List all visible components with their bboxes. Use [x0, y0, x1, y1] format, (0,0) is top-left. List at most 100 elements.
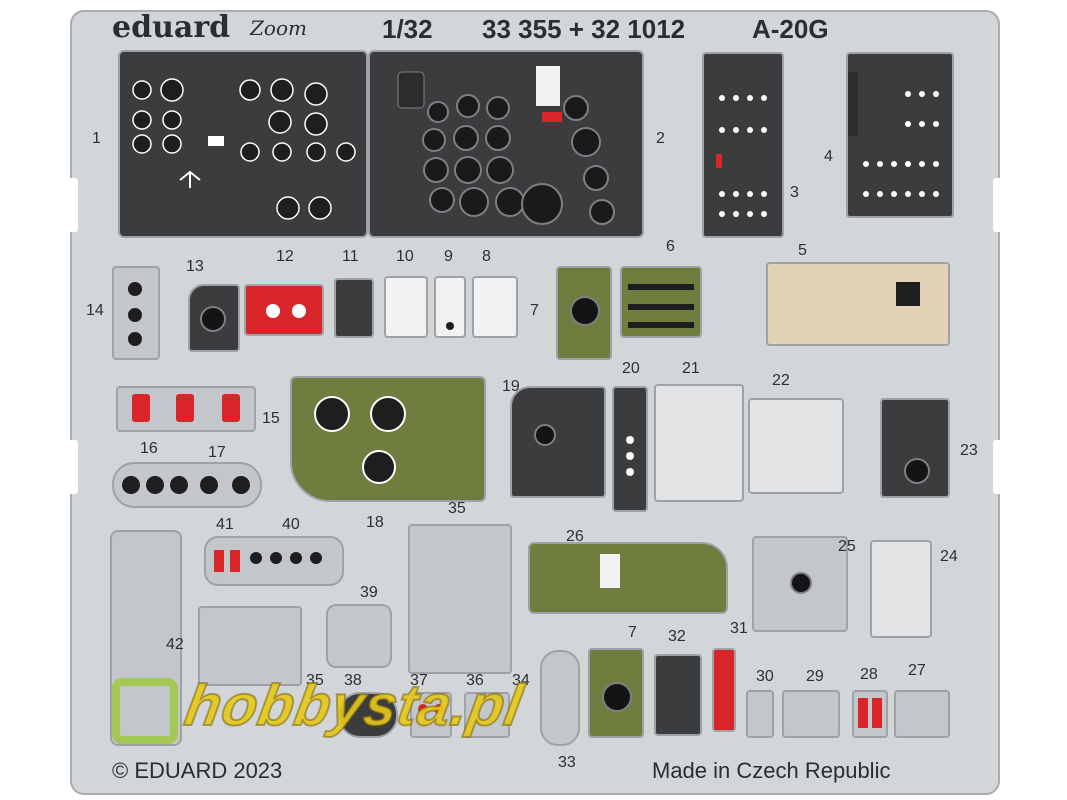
part-number-7b: 7 [628, 624, 637, 641]
knob [266, 304, 280, 318]
product-codes: 33 355 + 32 1012 [482, 14, 686, 44]
part-40-41-switches [204, 536, 344, 586]
fret-slot [993, 440, 1007, 494]
part-35-straps [198, 606, 302, 686]
instrument-dials [397, 66, 615, 225]
part-number-10: 10 [396, 248, 414, 265]
part-25-cross [752, 536, 848, 632]
part-35-straps [408, 524, 512, 674]
part-12-red-placard [244, 284, 324, 336]
part-number-13: 13 [186, 258, 204, 275]
panel-placard [896, 282, 920, 306]
part-number-11: 11 [342, 248, 359, 265]
part-number-25: 25 [838, 538, 856, 555]
red-clip [222, 394, 240, 422]
red-clip [176, 394, 194, 422]
part-number-35b: 35 [306, 672, 324, 689]
part-number-28: 28 [860, 666, 878, 683]
zoom-logo: Zoom [250, 16, 307, 40]
gauge [602, 682, 632, 712]
model-name: A-20G [752, 14, 829, 44]
part-13-plate [188, 284, 240, 352]
gauge [904, 458, 930, 484]
watermark-text: hobbysta.pl [179, 672, 529, 739]
part-number-26: 26 [566, 528, 584, 545]
knob [146, 476, 164, 494]
red-switch [214, 550, 224, 572]
part-7-side-panel [556, 266, 612, 360]
part-37-red-clips [410, 692, 452, 738]
gauge [200, 306, 226, 332]
part-19-panel [510, 386, 606, 498]
switch [128, 332, 142, 346]
switch-rows [814, 72, 939, 197]
part-number-17: 17 [208, 444, 226, 461]
knob [170, 476, 188, 494]
light [626, 452, 634, 460]
part-26-panel [528, 542, 728, 614]
part-23-panel [880, 398, 950, 498]
red-clip [132, 394, 150, 422]
part-29-levers [782, 690, 840, 738]
part-7-side-panel [588, 648, 644, 738]
part-number-6: 6 [666, 238, 675, 255]
part-number-33: 33 [558, 754, 576, 771]
part-number-29: 29 [806, 668, 824, 685]
part-number-19: 19 [502, 378, 520, 395]
part-27-levers [894, 690, 950, 738]
part-21-panel [654, 384, 744, 502]
panel-placard [208, 136, 224, 146]
part-number-38: 38 [344, 672, 362, 689]
knob [270, 552, 282, 564]
red-lever [858, 698, 868, 728]
part-number-41: 41 [216, 516, 234, 533]
switch [128, 282, 142, 296]
part-number-37: 37 [410, 672, 428, 689]
part-15-clips [116, 386, 256, 432]
gauge [314, 396, 350, 432]
part-10-placard [384, 276, 428, 338]
part-18-panel [290, 376, 486, 502]
part-36-clips [464, 692, 510, 738]
part-39-buckles [326, 604, 392, 668]
brand-logo: eduard [112, 10, 231, 45]
part-number-2: 2 [656, 130, 665, 147]
part-42-strip [110, 530, 182, 746]
part-number-5: 5 [798, 242, 807, 259]
switch-rows [716, 95, 767, 217]
gauge [370, 396, 406, 432]
part-20-panel [612, 386, 648, 512]
red-switch [230, 550, 240, 572]
part-number-18: 18 [366, 514, 384, 531]
knob [122, 476, 140, 494]
part-4-switch-panel [814, 52, 954, 218]
part-22-panel [748, 398, 844, 494]
part-30-switch [746, 690, 774, 738]
part-number-34: 34 [512, 672, 530, 689]
part-number-3: 3 [790, 184, 799, 201]
origin-text: Made in Czech Republic [652, 758, 891, 783]
part-9-placard [434, 276, 466, 338]
knob [310, 552, 322, 564]
part-number-12: 12 [276, 248, 294, 265]
knob [200, 476, 218, 494]
gauge [534, 424, 556, 446]
gauge [790, 572, 812, 594]
fret-slot [64, 440, 78, 494]
red-knob [418, 704, 428, 714]
part-number-35: 35 [448, 500, 466, 517]
part-11-panel [334, 278, 374, 338]
part-33-strip [540, 650, 580, 746]
part-number-39: 39 [360, 584, 378, 601]
light [626, 468, 634, 476]
marker-dot [446, 322, 454, 330]
part-5-panel [766, 262, 950, 346]
part-6-side-panel [620, 266, 702, 338]
part-number-15: 15 [262, 410, 280, 427]
part-number-31: 31 [730, 620, 748, 637]
part-2-instrument-panel [368, 50, 644, 238]
part-16-17-knobs [112, 462, 262, 508]
part-28-red-levers [852, 690, 888, 738]
part-number-20: 20 [622, 360, 640, 377]
